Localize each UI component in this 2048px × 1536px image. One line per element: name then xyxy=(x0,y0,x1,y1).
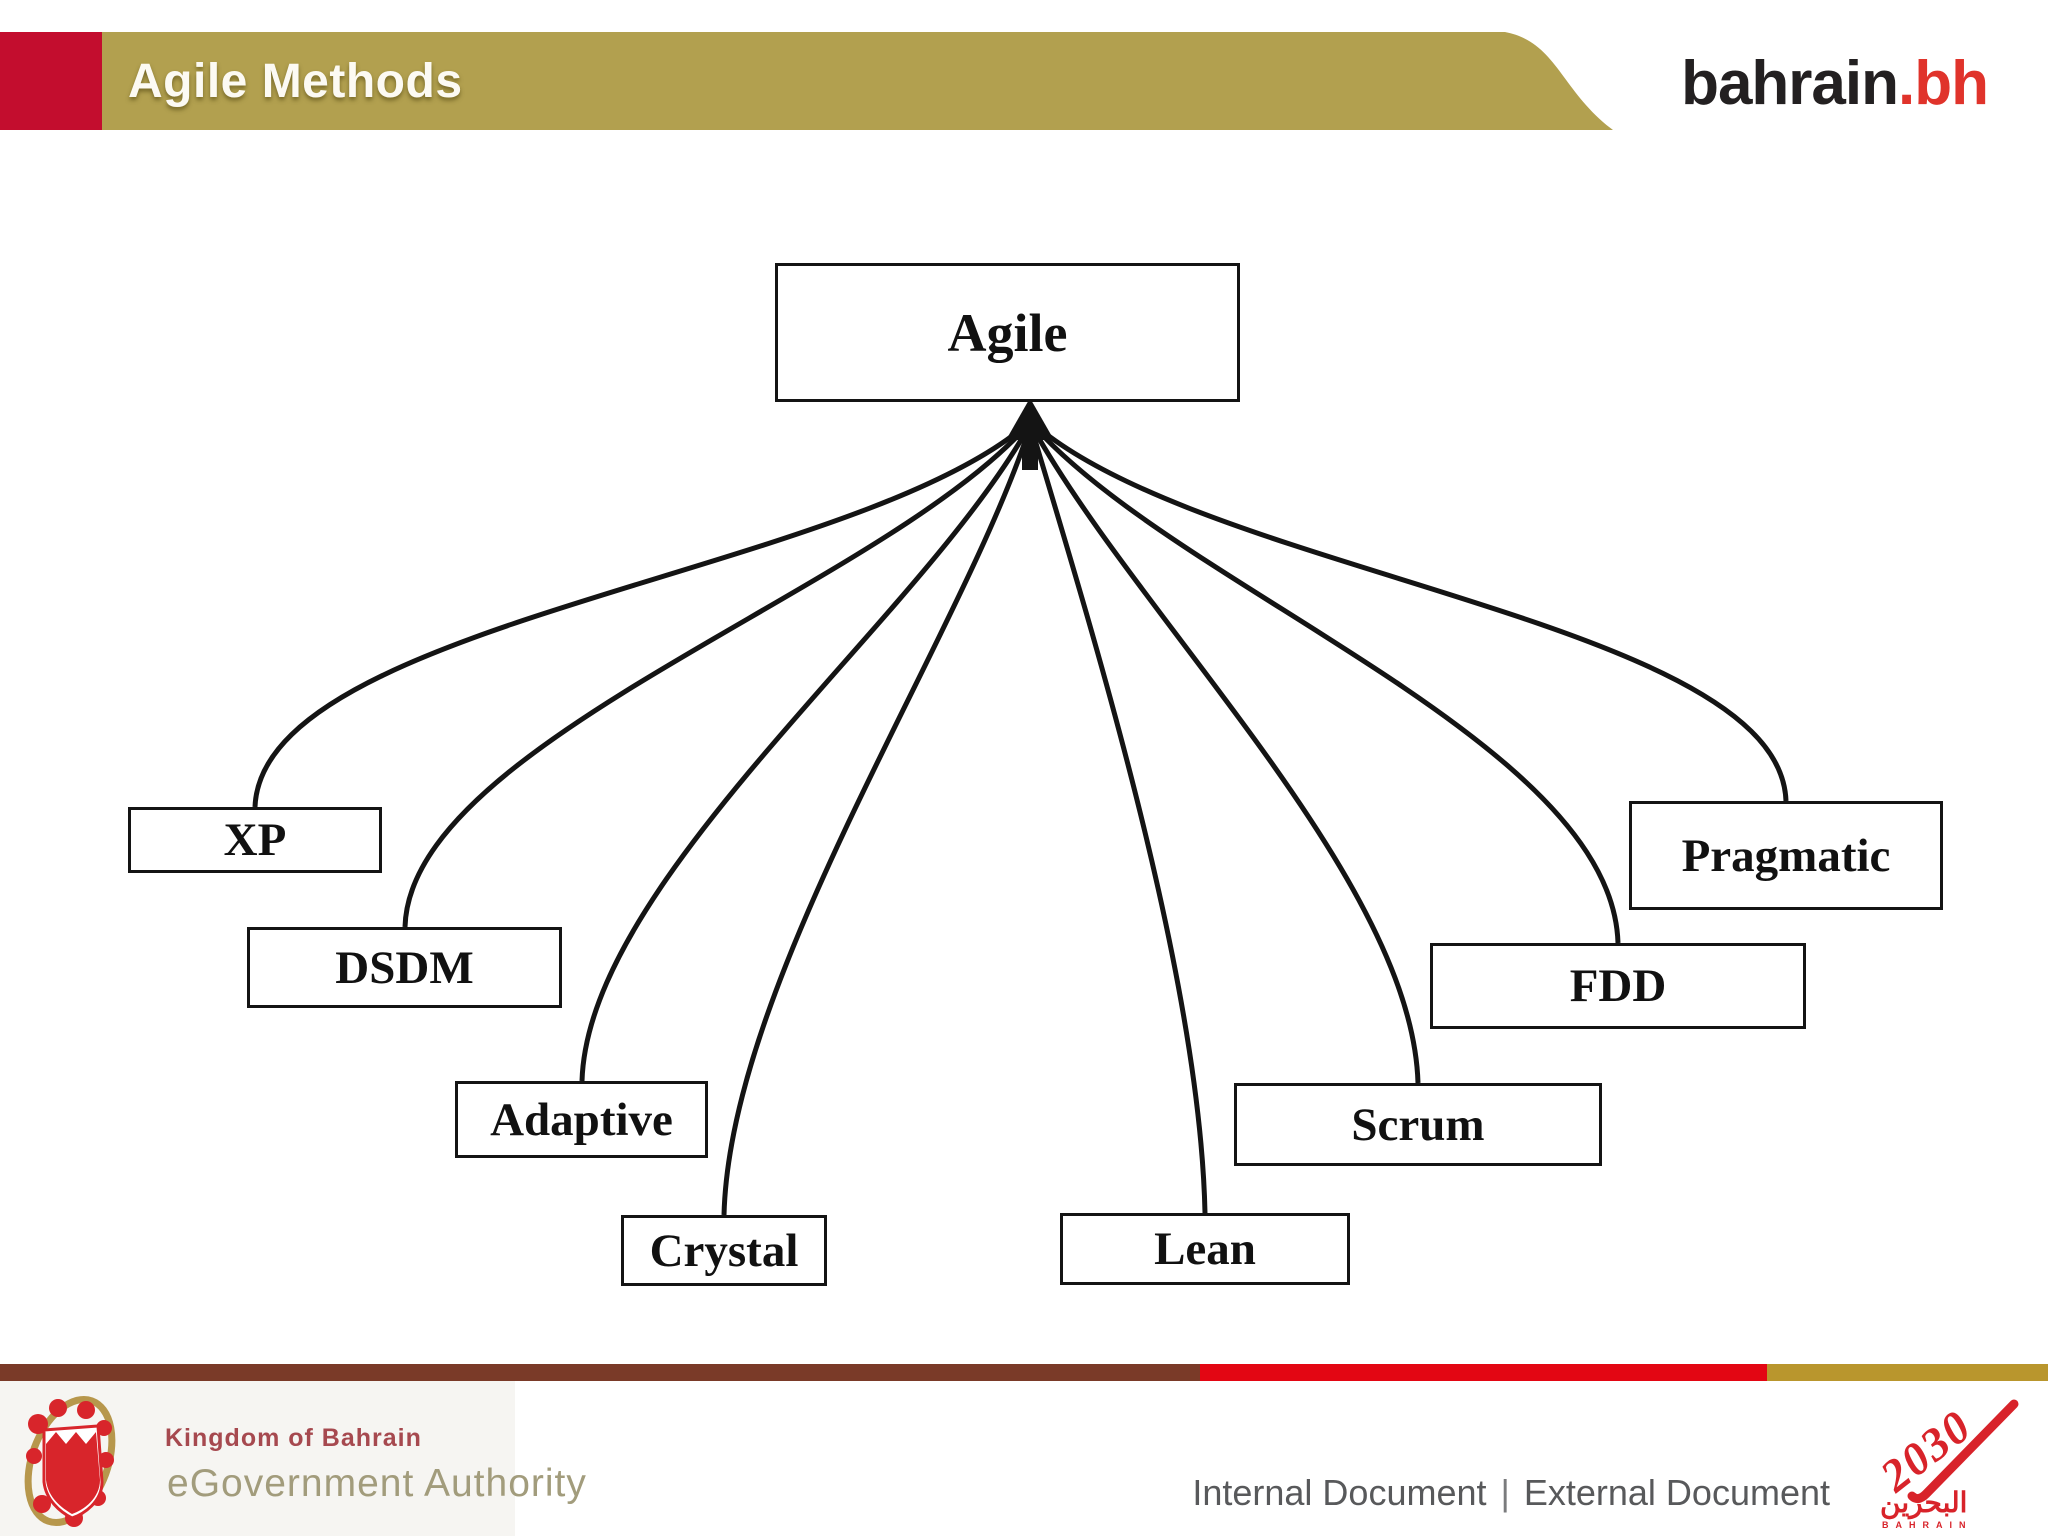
node-label: Scrum xyxy=(1351,1098,1485,1151)
curve-lean xyxy=(1029,429,1208,1214)
node-label: Crystal xyxy=(649,1224,799,1277)
page-title: Agile Methods xyxy=(128,54,463,108)
vision-2030-latin: BAHRAIN xyxy=(1882,1520,1973,1530)
bahrain-coat-of-arms-icon xyxy=(24,1395,116,1527)
node-agile: Agile xyxy=(775,263,1240,402)
curve-xp xyxy=(252,423,1028,808)
internal-document-label: Internal Document xyxy=(1192,1472,1487,1513)
node-lean: Lean xyxy=(1060,1213,1350,1285)
node-label: Lean xyxy=(1154,1223,1256,1275)
node-pragmatic: Pragmatic xyxy=(1629,801,1943,910)
curve-adaptive xyxy=(579,426,1031,1082)
arrowhead-up-icon xyxy=(1006,398,1054,440)
bahrain-bh-logo: bahrain.bh xyxy=(1681,48,1989,119)
curve-scrum xyxy=(1030,426,1421,1084)
curve-dsdm xyxy=(402,424,1029,928)
node-xp: XP xyxy=(128,807,382,873)
node-crystal: Crystal xyxy=(621,1215,827,1286)
brand-black-text: bahrain xyxy=(1681,49,1899,118)
node-fdd: FDD xyxy=(1430,943,1806,1029)
kingdom-of-bahrain-label: Kingdom of Bahrain xyxy=(165,1424,422,1452)
curve-pragmatic xyxy=(1033,423,1789,802)
egovernment-authority-label: eGovernment Authority xyxy=(167,1462,587,1505)
vision-2030-logo: 2030 البحرين BAHRAIN xyxy=(1871,1390,2028,1530)
node-label: DSDM xyxy=(335,941,474,994)
node-dsdm: DSDM xyxy=(247,927,562,1008)
header-gold-slope xyxy=(1505,32,1613,130)
brand-red-text: .bh xyxy=(1898,49,1989,118)
footer-bar-brown xyxy=(0,1364,1200,1381)
document-classification: Internal Document | External Document xyxy=(1192,1472,1830,1514)
header-gold-bar xyxy=(0,32,1505,130)
footer-bar-gold xyxy=(1767,1364,2048,1381)
header-red-square xyxy=(0,32,102,130)
node-label: Pragmatic xyxy=(1681,829,1891,882)
curve-fdd xyxy=(1032,424,1621,944)
node-scrum: Scrum xyxy=(1234,1083,1602,1166)
separator: | xyxy=(1500,1472,1510,1513)
node-label: FDD xyxy=(1569,960,1667,1012)
curve-crystal xyxy=(721,429,1032,1216)
vision-2030-swoosh-icon xyxy=(1907,1399,2019,1504)
external-document-label: External Document xyxy=(1523,1472,1830,1513)
node-label: Adaptive xyxy=(490,1093,673,1146)
node-label: Agile xyxy=(947,302,1068,363)
footer-bar-red xyxy=(1200,1364,1767,1381)
vision-2030-arabic: البحرين xyxy=(1880,1487,1968,1518)
node-label: XP xyxy=(223,814,287,866)
node-adaptive: Adaptive xyxy=(455,1081,708,1158)
